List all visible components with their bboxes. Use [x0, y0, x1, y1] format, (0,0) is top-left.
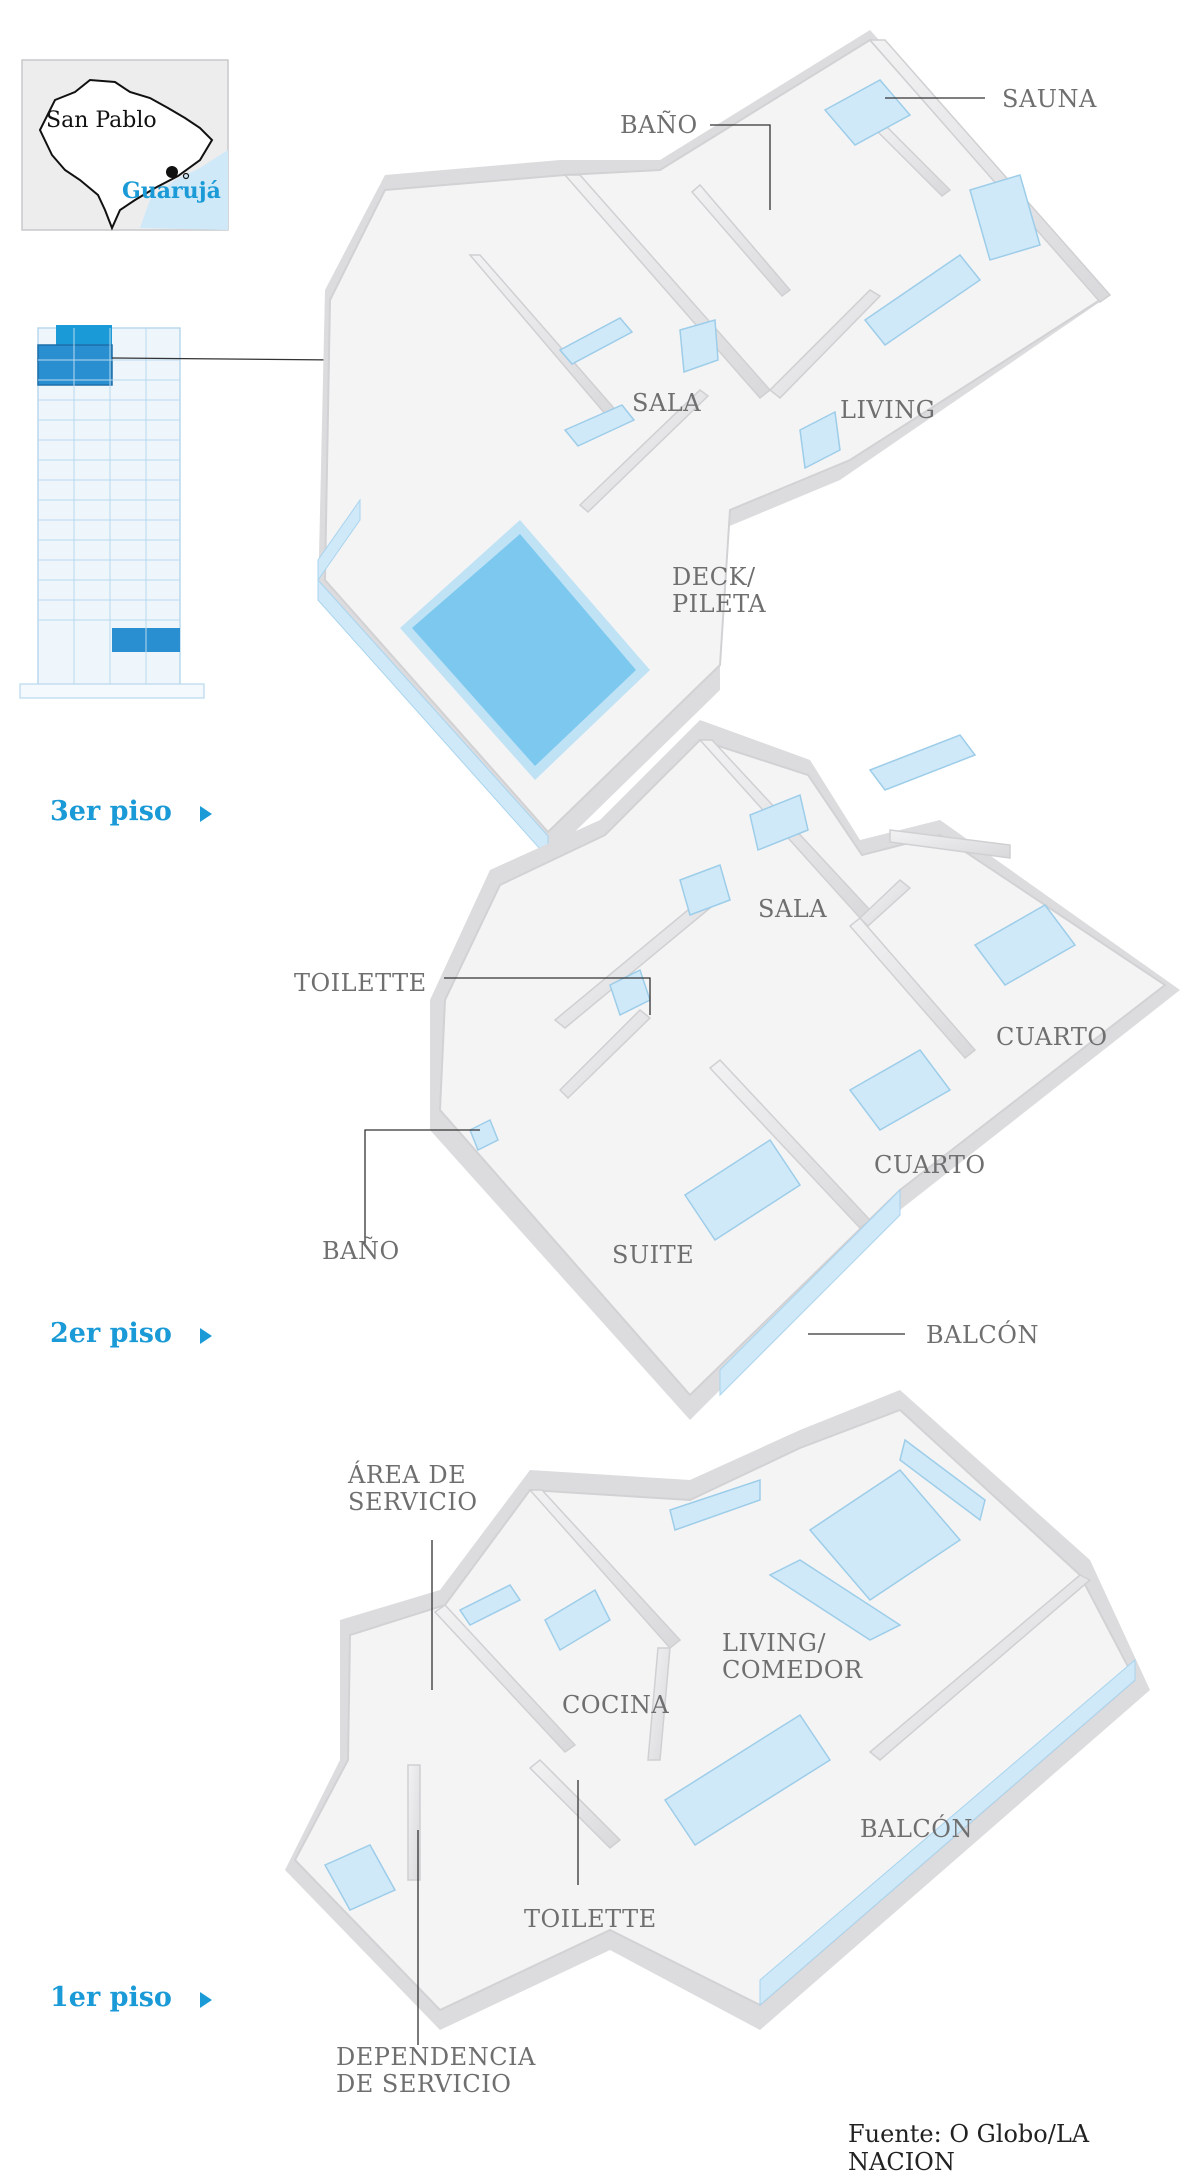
floor-label-3: 3er piso — [50, 796, 172, 827]
label-toilette-2: TOILETTE — [294, 969, 427, 997]
label-bano-3: BAÑO — [620, 111, 698, 139]
label-living-comedor: LIVING/ COMEDOR — [722, 1629, 863, 1684]
label-cuarto-1: CUARTO — [996, 1023, 1108, 1051]
label-toilette-1: TOILETTE — [524, 1905, 657, 1933]
floor-2-arrow-icon — [200, 1328, 212, 1344]
label-dependencia-servicio: DEPENDENCIA DE SERVICIO — [336, 2043, 536, 2098]
pool — [412, 534, 636, 766]
map-state-label: San Pablo — [46, 108, 157, 133]
floor-3-arrow-icon — [200, 806, 212, 822]
floor-plan-3 — [317, 30, 1112, 860]
label-cocina: COCINA — [562, 1691, 670, 1719]
location-map — [21, 59, 229, 231]
leader-lines — [364, 97, 985, 2045]
building-illustration — [19, 325, 340, 699]
label-sala-3: SALA — [632, 389, 702, 417]
label-living-3: LIVING — [840, 396, 936, 424]
label-deck-pileta: DECK/ PILETA — [672, 563, 767, 618]
city-marker-icon — [166, 166, 178, 178]
map-city-label: Guarujá — [122, 178, 221, 204]
source-credit: Fuente: O Globo/LA NACION — [848, 2120, 1090, 2176]
label-sala-2: SALA — [758, 895, 828, 923]
floor-plan-2 — [430, 720, 1180, 1420]
floor-label-1: 1er piso — [50, 1982, 172, 2013]
floor-plan-1 — [285, 1390, 1150, 2030]
label-suite: SUITE — [612, 1241, 695, 1269]
label-bano-2: BAÑO — [322, 1237, 400, 1265]
label-balcon-1: BALCÓN — [860, 1815, 973, 1843]
label-cuarto-2: CUARTO — [874, 1151, 986, 1179]
label-sauna: SAUNA — [1002, 85, 1097, 113]
floor-1-arrow-icon — [200, 1992, 212, 2008]
floor-label-2: 2er piso — [50, 1318, 172, 1349]
label-area-servicio: ÁREA DE SERVICIO — [348, 1461, 478, 1516]
label-balcon-2: BALCÓN — [926, 1321, 1039, 1349]
state-outline — [38, 78, 214, 231]
